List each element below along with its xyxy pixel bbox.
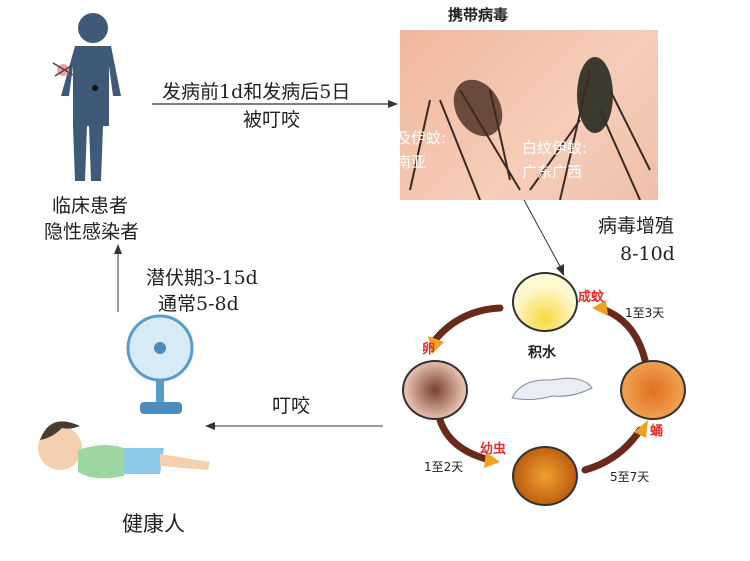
cycle-arrows <box>428 300 649 474</box>
larva-label: 幼虫 <box>480 442 507 457</box>
pupa-label: 蛹 <box>650 424 664 439</box>
aegypti-label: 及伊蚊: 南亚 <box>400 126 446 174</box>
albopictus-name: 白纹伊蚊: <box>522 139 588 157</box>
larva-stage-image <box>512 446 578 506</box>
adult-stage-image <box>512 272 578 332</box>
patient-label-line1: 临床患者 <box>52 195 129 217</box>
aegypti-region: 南亚 <box>400 153 427 171</box>
larva-to-pupa-duration: 5至7天 <box>610 470 650 484</box>
incubation-label-line1: 潜伏期3-15d <box>146 267 258 289</box>
pupa-stage-image <box>620 360 686 420</box>
arrow-egg-to-larva <box>436 416 494 464</box>
patient-label-line2: 隐性感染者 <box>44 221 140 243</box>
arrow-larva-to-pupa <box>581 426 644 474</box>
stagnant-water-label: 积水 <box>528 345 556 361</box>
bite-window-label-line1: 发病前1d和发病后5日 <box>162 81 351 103</box>
adult-label: 成蚊 <box>578 290 605 305</box>
incubation-label-line2: 通常5-8d <box>158 293 239 315</box>
arrow-to-healthy <box>205 422 383 430</box>
mosquito-illustration-icon <box>409 57 651 200</box>
arrow-to-lifecycle <box>523 199 564 276</box>
bite-window-label-line2: 被叮咬 <box>243 109 301 131</box>
replication-label-line1: 病毒增殖 <box>598 215 675 237</box>
egg-to-larva-duration: 1至2天 <box>424 460 464 474</box>
arrow-to-mosquito <box>152 100 398 108</box>
mosquito-photo: 及伊蚊: 南亚 白纹伊蚊: 广东广西 <box>400 30 658 200</box>
albopictus-label: 白纹伊蚊: 广东广西 <box>522 136 587 184</box>
egg-stage-image <box>402 360 468 420</box>
sleeping-child-icon <box>38 421 210 479</box>
patient-silhouette-icon <box>52 13 121 181</box>
healthy-person-label: 健康人 <box>122 512 185 536</box>
aegypti-name: 及伊蚊: <box>400 129 447 147</box>
carry-virus-title: 携带病毒 <box>447 6 508 24</box>
egg-label: 卵 <box>422 342 436 357</box>
electric-fan-icon <box>126 314 194 414</box>
water-puddle-icon <box>511 377 593 401</box>
arrow-adult-to-egg <box>431 304 504 344</box>
albopictus-region: 广东广西 <box>522 163 583 181</box>
arrow-to-patient <box>114 244 122 312</box>
bite-label: 叮咬 <box>272 395 311 417</box>
pupa-to-adult-duration: 1至3天 <box>625 306 665 320</box>
replication-label-line2: 8-10d <box>620 243 675 265</box>
